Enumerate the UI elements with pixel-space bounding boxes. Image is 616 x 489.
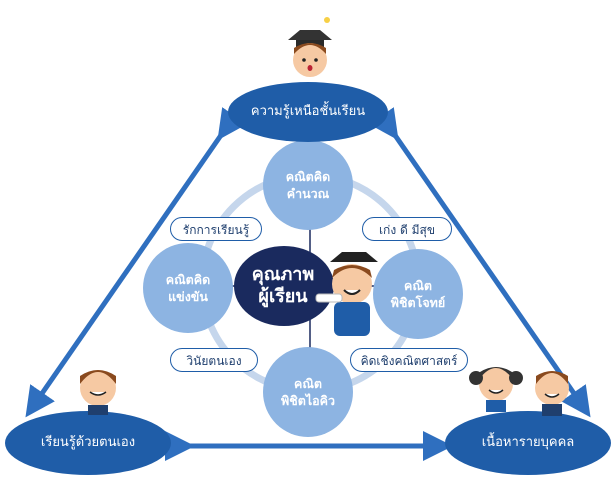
right-node-ellipse	[445, 411, 611, 475]
circle-bottom	[263, 347, 353, 437]
arrow-top-left	[25, 107, 247, 418]
arrow-top-right	[369, 107, 591, 418]
pill-top-left: รักการเรียนรู้	[170, 217, 262, 241]
pill-top-right: เก่ง ดี มีสุข	[362, 217, 452, 241]
circle-right-label: คณิต พิชิตโจทย์	[373, 277, 463, 311]
center-line1: คุณภาพ	[251, 264, 315, 285]
circle-top-label: คณิตคิด คำนวณ	[263, 168, 353, 202]
graduate-illustration	[315, 252, 378, 336]
circle-right	[373, 249, 463, 339]
right-node-label: เนื้อหารายบุคคล	[481, 435, 575, 450]
child-left-illustration	[80, 370, 116, 415]
circle-left-line2: แข่งขัน	[168, 289, 208, 304]
circle-bottom-line1: คณิต	[293, 376, 323, 391]
center-line2: ผู้เรียน	[258, 286, 308, 307]
circle-bottom-line2: พิชิตไอคิว	[280, 393, 336, 408]
circle-top	[263, 140, 353, 230]
pill-bottom-right: คิดเชิงคณิตศาสตร์	[350, 348, 468, 372]
circle-top-line2: คำนวณ	[286, 186, 330, 201]
circle-left-label: คณิตคิด แข่งขัน	[143, 271, 233, 305]
top-node-label: ความรู้เหนือชั้นเรียน	[250, 104, 366, 119]
pill-bottom-left: วินัยตนเอง	[170, 348, 258, 372]
circle-left	[143, 243, 233, 333]
top-node-ellipse	[228, 82, 388, 142]
circle-top-line1: คณิตคิด	[285, 169, 331, 184]
circle-left-line1: คณิตคิด	[165, 272, 211, 287]
center-label: คุณภาพ ผู้เรียน	[238, 264, 328, 308]
circle-bottom-label: คณิต พิชิตไอคิว	[263, 375, 353, 409]
children-right-illustration	[469, 367, 569, 416]
left-node-ellipse	[5, 411, 171, 475]
circle-right-line2: พิชิตโจทย์	[390, 295, 446, 310]
center-ellipse	[234, 246, 334, 326]
left-node-label: เรียนรู้ด้วยตนเอง	[40, 435, 136, 450]
child-top-illustration	[288, 17, 332, 77]
circle-right-line1: คณิต	[403, 278, 433, 293]
